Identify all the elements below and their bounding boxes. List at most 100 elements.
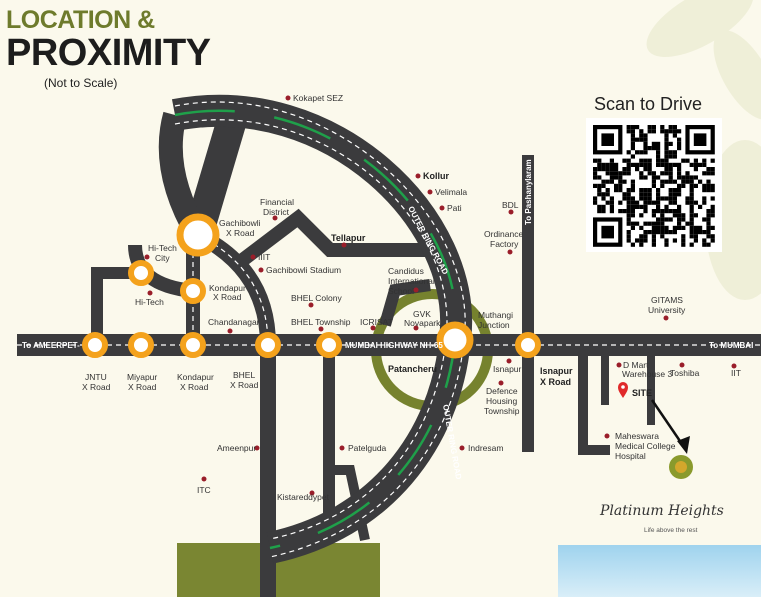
qr-module: [597, 158, 602, 163]
qr-module: [681, 183, 686, 188]
qr-module: [626, 196, 631, 201]
qr-module: [601, 167, 606, 172]
qr-module: [664, 162, 669, 167]
qr-module: [630, 242, 635, 247]
qr-module: [593, 175, 598, 180]
qr-module: [593, 171, 598, 176]
qr-module: [643, 200, 648, 205]
qr-module: [639, 242, 644, 247]
place-gachibowli-1: Gachibowli: [219, 218, 261, 228]
place-maheswara-3: Hospital: [615, 451, 646, 461]
qr-module: [618, 171, 623, 176]
qr-module: [706, 188, 711, 193]
qr-module: [689, 192, 694, 197]
qr-module: [639, 204, 644, 209]
place-ordinance-2: Factory: [490, 239, 519, 249]
place-patancheru: Patancheru: [388, 364, 437, 374]
qr-module: [710, 238, 715, 243]
place-iiit: IIIT: [258, 252, 270, 262]
qr-module: [693, 225, 698, 230]
qr-module: [609, 179, 614, 184]
label-highway: MUMBAI HIGHWAY NH-65: [345, 341, 443, 350]
qr-module: [664, 158, 669, 163]
qr-module: [693, 175, 698, 180]
qr-module: [609, 200, 614, 205]
place-financial-2: District: [263, 207, 290, 217]
junctions: [82, 213, 541, 359]
qr-module: [706, 167, 711, 172]
qr-module: [656, 192, 661, 197]
qr-module: [677, 141, 682, 146]
qr-module: [660, 230, 665, 235]
qr-module: [672, 230, 677, 235]
qr-module: [630, 225, 635, 230]
qr-module: [647, 171, 652, 176]
qr-module: [614, 188, 619, 193]
qr-module: [668, 150, 673, 155]
place-bdl: BDL: [502, 200, 519, 210]
qr-module: [601, 133, 614, 146]
qr-module: [689, 213, 694, 218]
place-kondapur-2: X Road: [213, 292, 242, 302]
qr-module: [647, 158, 652, 163]
qr-module: [681, 217, 686, 222]
qr-module: [660, 213, 665, 218]
junction-hitech: [128, 260, 154, 286]
qr-module: [643, 137, 648, 142]
brand-tagline: Life above the rest: [644, 527, 698, 534]
qr-module: [639, 238, 644, 243]
qr-module: [651, 200, 656, 205]
qr-module: [651, 179, 656, 184]
place-chandanagar: Chandanagar: [208, 317, 260, 327]
place-candidus-2: International: [388, 276, 435, 286]
qr-module: [622, 167, 627, 172]
qr-module: [698, 204, 703, 209]
qr-module: [660, 171, 665, 176]
qr-module: [664, 137, 669, 142]
place-defence-3: Township: [484, 406, 520, 416]
place-ameenpur: Ameenpur: [217, 443, 256, 453]
qr-module: [647, 221, 652, 226]
qr-module: [693, 183, 698, 188]
qr-module: [656, 141, 661, 146]
qr-module: [656, 217, 661, 222]
qr-module: [681, 238, 686, 243]
qr-code[interactable]: [586, 118, 722, 252]
qr-label: Scan to Drive: [594, 94, 703, 114]
qr-module: [626, 167, 631, 172]
junction-bhel-township: [316, 332, 342, 358]
qr-module: [656, 158, 661, 163]
place-defence-2: Housing: [486, 396, 517, 406]
qr-module: [710, 234, 715, 239]
qr-module: [706, 225, 711, 230]
qr-module: [710, 158, 715, 163]
qr-module: [601, 204, 606, 209]
qr-module: [672, 238, 677, 243]
place-maheswara-1: Maheswara: [615, 431, 659, 441]
place-isnapur-x-1: Isnapur: [540, 366, 573, 376]
qr-module: [672, 188, 677, 193]
qr-module: [643, 167, 648, 172]
qr-module: [639, 129, 644, 134]
qr-module: [605, 171, 610, 176]
junction-miyapur: [128, 332, 154, 358]
qr-module: [618, 179, 623, 184]
qr-module: [639, 234, 644, 239]
qr-module: [635, 204, 640, 209]
qr-module: [635, 238, 640, 243]
qr-module: [605, 162, 610, 167]
qr-module: [702, 171, 707, 176]
qr-module: [626, 204, 631, 209]
qr-module: [622, 192, 627, 197]
qr-module: [609, 162, 614, 167]
qr-module: [639, 196, 644, 201]
qr-module: [651, 209, 656, 214]
scale-note: (Not to Scale): [44, 76, 118, 90]
qr-module: [626, 129, 631, 134]
qr-module: [593, 158, 598, 163]
qr-module: [626, 217, 631, 222]
junction-kondapur: [180, 332, 206, 358]
qr-module: [635, 150, 640, 155]
qr-module: [698, 230, 703, 235]
qr-module: [647, 125, 652, 130]
